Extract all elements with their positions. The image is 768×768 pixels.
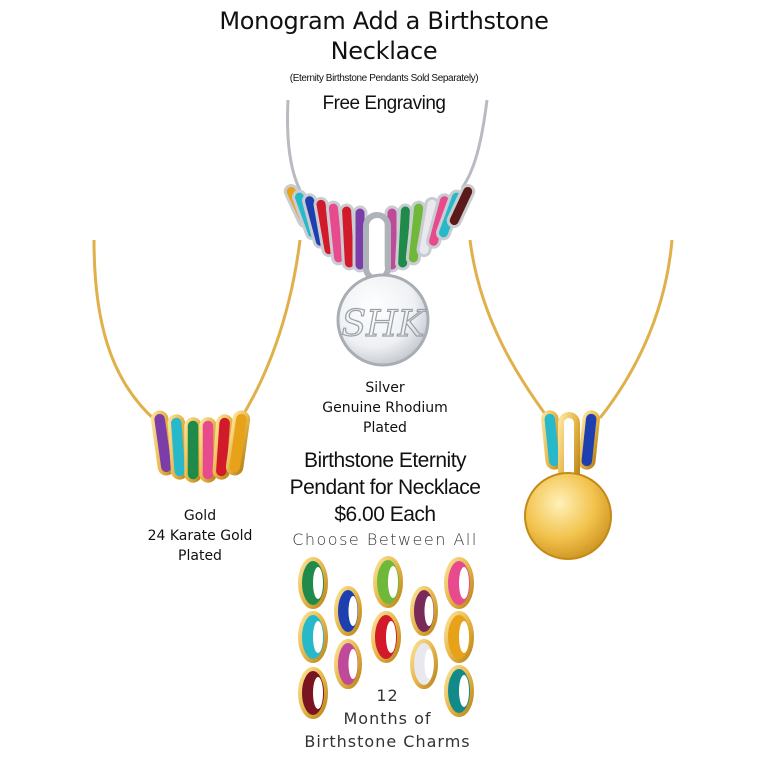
months-count: 12 (376, 686, 399, 705)
sold-separately-note: (Eternity Birthstone Pendants Sold Separ… (289, 73, 479, 84)
gold-chain-right (468, 239, 674, 419)
choose-between-label: Choose Between All (292, 530, 478, 549)
gold-caption: Gold 24 Karate Gold Plated (120, 506, 280, 566)
gold-caption-line3: Plated (178, 548, 222, 564)
pendant-info-line2: Pendant for Necklace (289, 476, 481, 499)
monogram-engraving: SHK (342, 304, 427, 345)
birthstone-charms-label: Birthstone Charms (304, 732, 471, 751)
pendant-info-line1: Birthstone Eternity (303, 449, 467, 472)
silver-caption: Silver Genuine Rhodium Plated (300, 378, 470, 438)
gold-chain-left (92, 239, 302, 422)
gold-pendant-set (524, 410, 612, 560)
free-engraving-label: Free Engraving (322, 93, 446, 114)
silver-chain (286, 99, 489, 191)
silver-caption-line3: Plated (363, 420, 407, 436)
silver-birthstone-rings (283, 183, 476, 273)
product-title: Monogram Add a Birthstone Necklace (0, 6, 768, 66)
months-of: Months of (343, 709, 432, 728)
pendant-price: $6.00 Each (334, 503, 436, 526)
gold-birthstone-rings (150, 410, 251, 483)
twelve-months-label: 12 Months of Birthstone Charms (290, 684, 485, 753)
silver-caption-line1: Silver (365, 380, 405, 396)
pendant-info: Birthstone Eternity Pendant for Necklace… (270, 447, 500, 528)
product-title-line1: Monogram Add a Birthstone (219, 7, 549, 35)
silver-engraved-disc: SHK (336, 273, 430, 367)
charm-inner-holes (313, 566, 469, 709)
gold-caption-line1: Gold (183, 508, 217, 524)
silver-caption-line2: Genuine Rhodium (322, 400, 448, 416)
gold-caption-line2: 24 Karate Gold (147, 528, 253, 544)
product-title-line2: Necklace (330, 37, 438, 65)
